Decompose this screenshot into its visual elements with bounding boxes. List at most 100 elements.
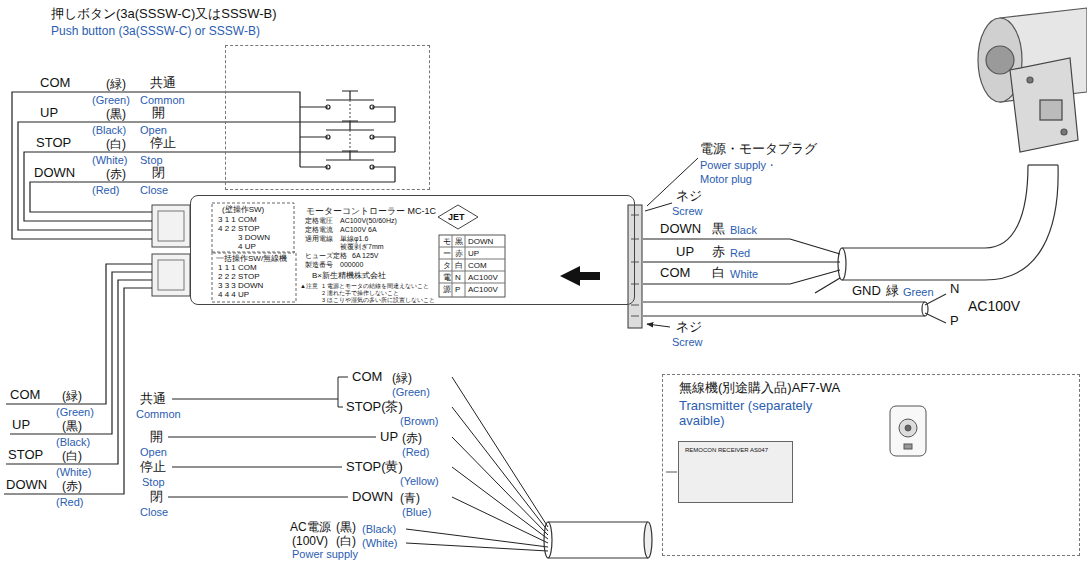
receiver-wire <box>452 467 548 539</box>
receiver-cable <box>544 522 652 558</box>
wire-label: White <box>730 268 758 281</box>
panel-text: 定格電流 <box>305 226 333 234</box>
wire-label: AC電源 <box>290 521 331 535</box>
motor-illustration <box>1027 77 1033 83</box>
wire-label: COM <box>10 388 40 403</box>
wire-label: (Yellow) <box>400 475 439 488</box>
motor-cable <box>1028 164 1058 165</box>
switch-wire <box>12 92 225 239</box>
wire-label: (Green) <box>392 386 430 399</box>
wire-label: UP <box>40 106 58 121</box>
panel-text: 定格電圧 <box>305 217 333 225</box>
receiver-wire <box>452 407 548 531</box>
wire-label: (緑) <box>392 372 412 386</box>
power-cable <box>643 301 925 302</box>
panel-text: N <box>455 273 461 282</box>
panel-text: タ <box>443 261 451 270</box>
controller-body <box>628 205 642 328</box>
receiver-wire <box>168 497 348 498</box>
push-button-switch <box>300 107 395 122</box>
motor-wire <box>815 278 840 293</box>
node-title: モーターコントローラー MC-1C <box>306 206 436 216</box>
wire-label: (黒) <box>106 108 126 122</box>
wire-label: (Black) <box>362 523 396 536</box>
controller-body <box>438 205 478 229</box>
panel-text: 1 電源とモータの結線を間違えないこと <box>322 283 429 289</box>
wire-label: STOP <box>36 136 71 151</box>
wire-label: COM <box>40 76 70 91</box>
motor-cable <box>842 165 1028 248</box>
receiver-cable <box>644 522 652 558</box>
receiver-cable <box>544 522 552 558</box>
motor-illustration <box>978 8 1087 152</box>
wall-switch-wire <box>4 264 152 494</box>
wire-label: Green <box>903 286 934 299</box>
panel-text: 製造番号 <box>305 261 333 269</box>
wire-label: 開 <box>150 430 163 445</box>
panel-text: 6A 125V <box>352 252 378 260</box>
receiver-box: REMOCON RECEIVER AS047 <box>678 441 793 503</box>
wall-switch-wire <box>10 272 152 434</box>
panel-text: 3 3 3 DOWN <box>218 281 263 290</box>
panel-text: ー <box>443 249 451 258</box>
wire-label: Common <box>136 408 181 421</box>
panel-text: 黒 <box>455 237 463 246</box>
panel-text: UP <box>468 249 479 258</box>
wire-label: 共通 <box>150 76 176 91</box>
wire-label: UP <box>380 430 398 445</box>
panel-text: 3 1 1 COM <box>218 215 257 224</box>
leader-line <box>645 158 698 327</box>
push-button-switch <box>225 91 395 182</box>
wire-label: (緑) <box>62 390 82 404</box>
receiver-wire <box>172 467 342 468</box>
remote-icon <box>905 425 911 431</box>
remote-icon <box>899 419 917 437</box>
panel-text: 4 UP <box>238 242 256 251</box>
panel-text: 3 ほこりや湿気の多い所に設置しないこと <box>322 297 435 303</box>
wire-label: ネジ <box>676 189 702 204</box>
push-button-switch <box>225 92 300 167</box>
wire-label: (黒) <box>336 521 356 535</box>
wire-label: Stop <box>142 476 165 489</box>
panel-text: 電 <box>443 273 451 282</box>
node-title: 無線機(別途購入品)AF7-WA <box>679 381 840 396</box>
wire-label: 白 <box>712 266 725 281</box>
controller-body <box>439 235 505 297</box>
wire-label: (緑) <box>106 78 126 92</box>
wire-label: ネジ <box>676 320 702 335</box>
panel-text: ▲注意 <box>300 283 318 290</box>
wire-label: (White) <box>56 466 91 479</box>
wire-label: Motor plug <box>700 173 752 186</box>
wire-label: Close <box>140 506 168 519</box>
push-button-switch <box>370 135 374 139</box>
wire-label: STOP(茶) <box>346 400 403 415</box>
receiver-wire <box>452 497 548 543</box>
panel-text: 源 <box>443 285 451 294</box>
panel-text: 被覆剥ぎ7mm <box>340 243 384 251</box>
wire-label: GND <box>852 284 881 299</box>
panel-text: AC100V(50/60Hz) <box>340 217 397 225</box>
receiver-cable <box>548 522 648 558</box>
transmitter-box: REMOCON RECEIVER AS047 無線機(別途購入品)AF7-WA Tr… <box>662 374 1080 556</box>
switch-wire <box>12 92 395 239</box>
controller-body <box>152 195 642 328</box>
push-button-switch <box>326 165 330 169</box>
wire-label: (赤) <box>402 432 422 446</box>
wire-label: DOWN <box>352 490 393 505</box>
push-button-switch <box>326 105 330 109</box>
motor-cable <box>838 165 1058 280</box>
panel-text: 2 濡れた手で操作しないこと <box>322 290 399 296</box>
wire-label: 停止 <box>140 460 166 475</box>
wire-label: (青) <box>400 492 420 506</box>
power-cable <box>643 315 925 316</box>
wire-label: DOWN <box>6 478 47 493</box>
wire-label: COM <box>660 266 690 281</box>
wire-label: (白) <box>336 535 356 549</box>
controller-body <box>631 215 639 316</box>
node-subtitle: Transmitter (separately avaible) <box>679 399 814 429</box>
wire-label: Close <box>140 184 168 197</box>
wire-label: 黒 <box>712 222 725 237</box>
wire-label: UP <box>676 245 694 260</box>
controller-body <box>158 260 184 290</box>
wire-label: N <box>950 282 959 297</box>
